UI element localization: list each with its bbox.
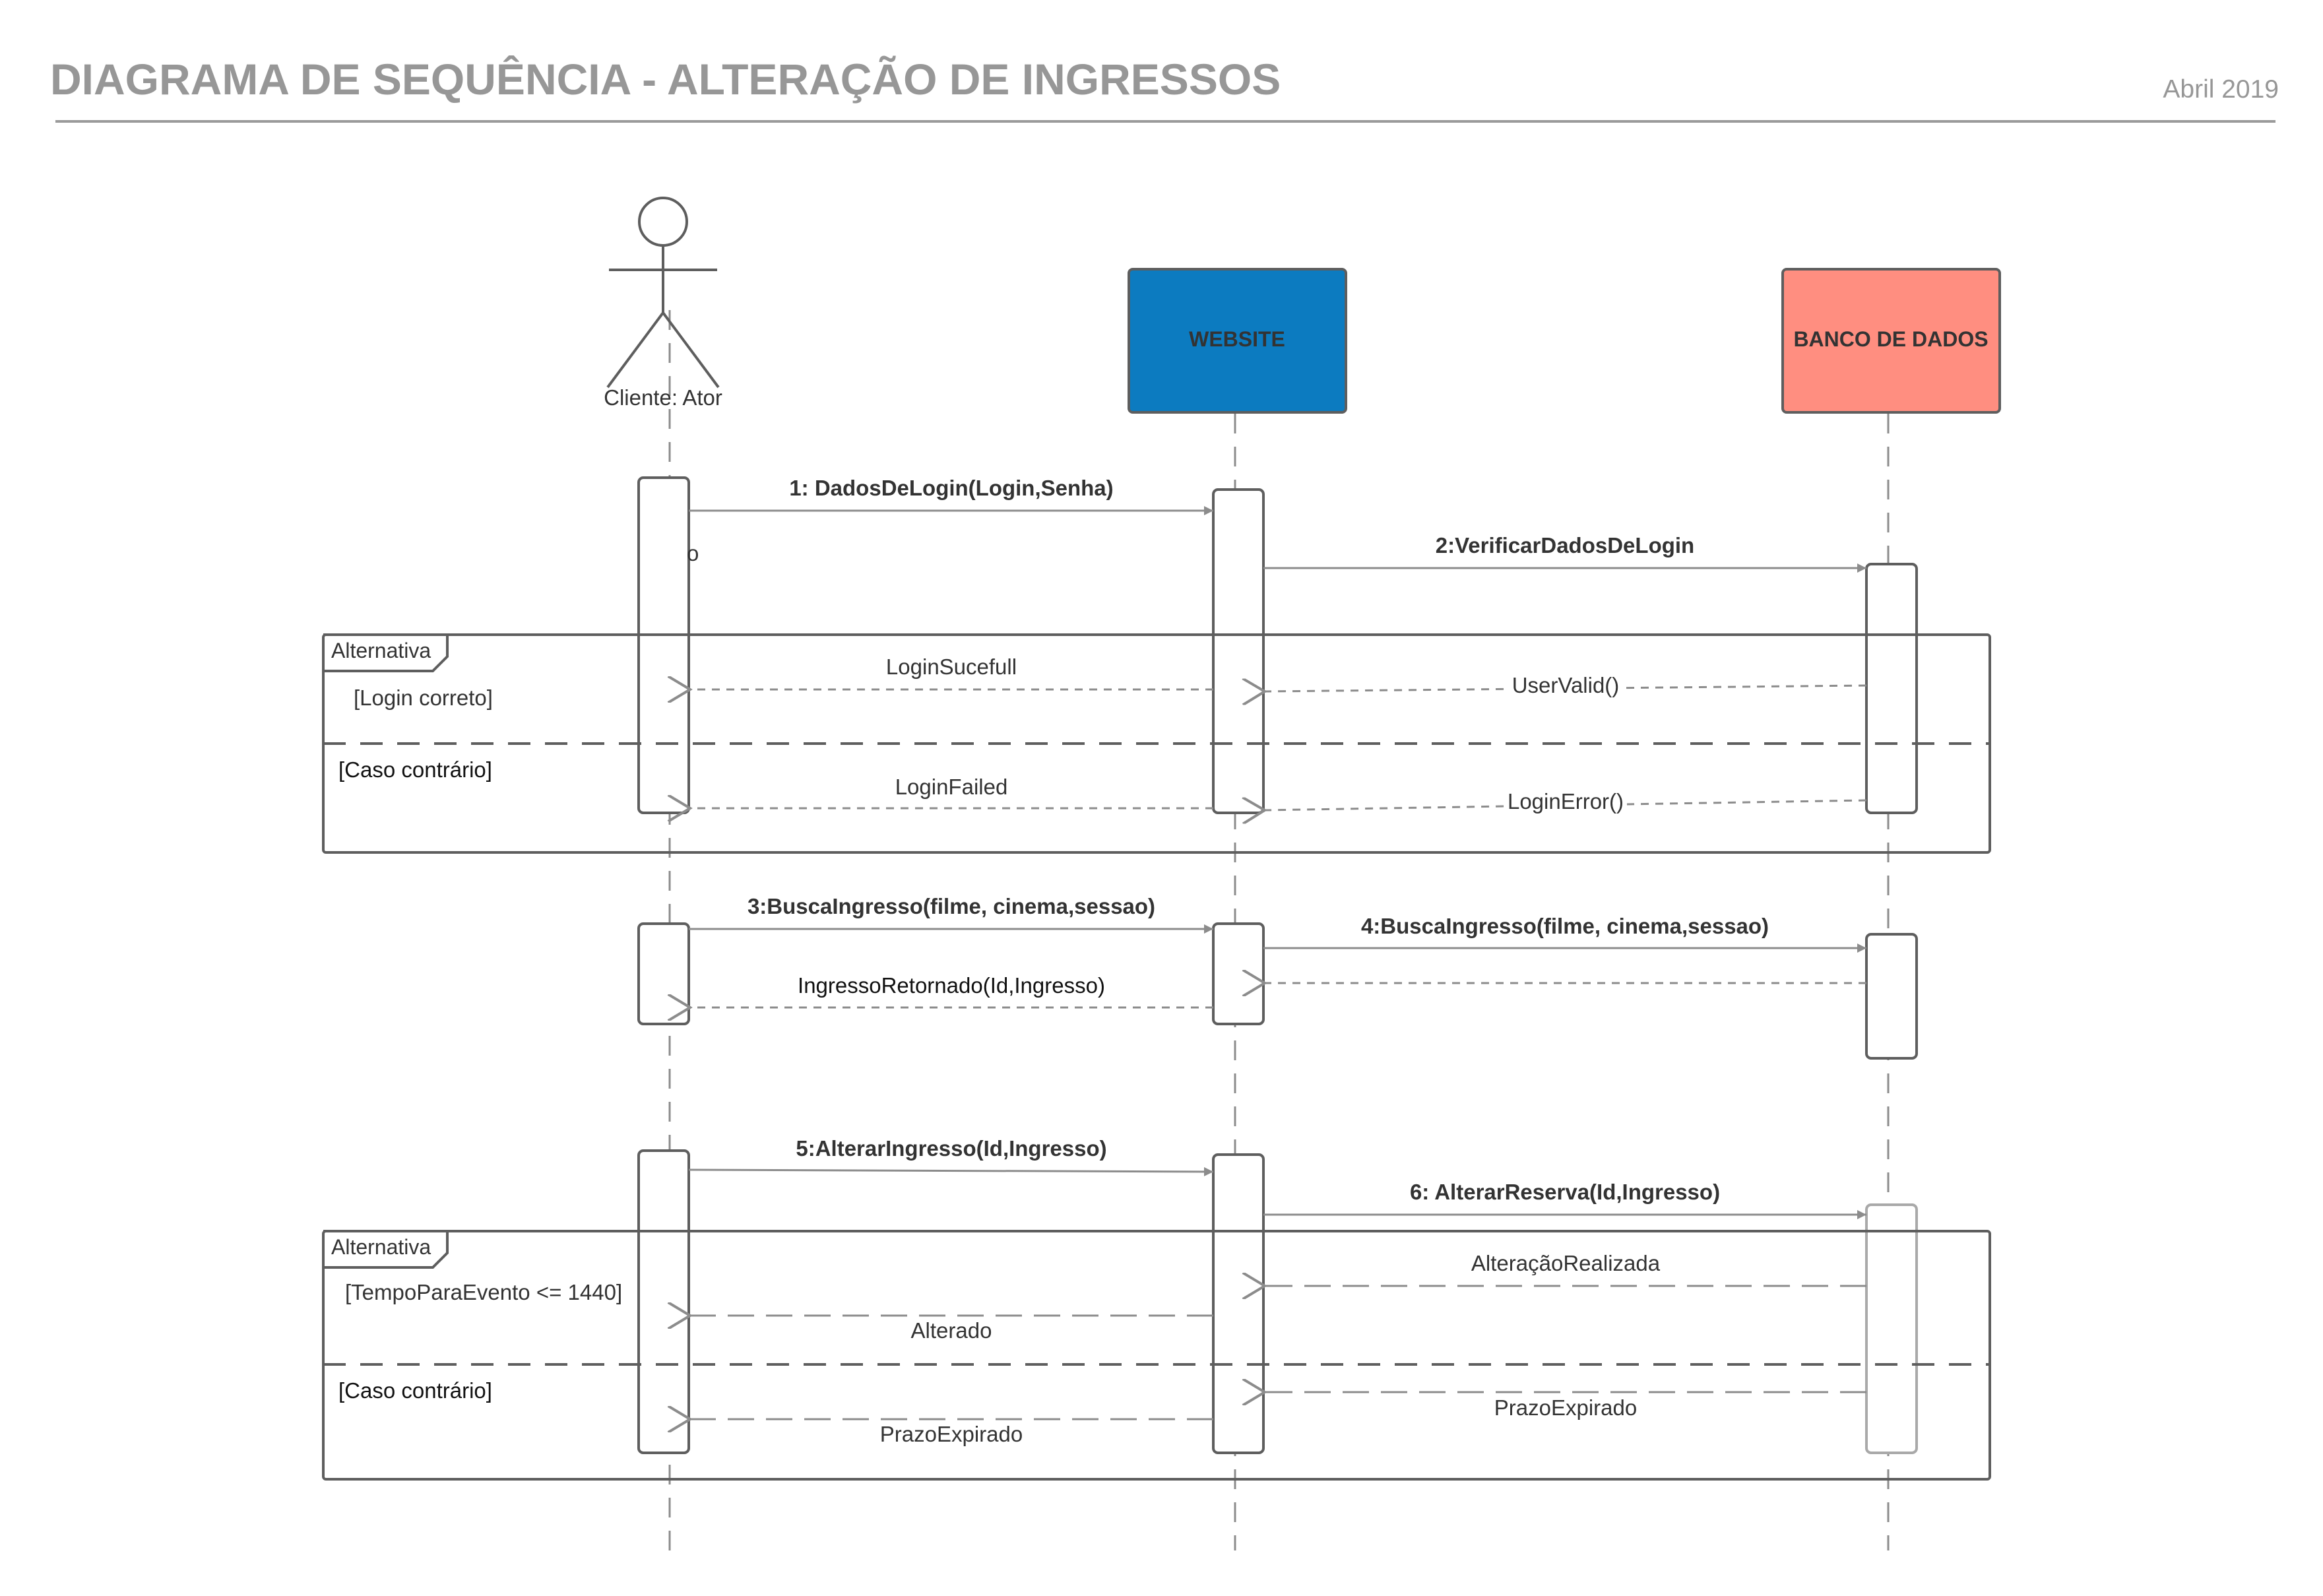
activation-database-busca (1865, 933, 1918, 1060)
return-login-error-label: LoginError() (1508, 789, 1624, 814)
guard-alteracao-caso-contrario: [Caso contrário] (338, 1378, 492, 1403)
return-alterado-label: Alterado (911, 1318, 992, 1343)
return-login-success-label: LoginSucefull (886, 654, 1017, 679)
activation-actor-login (637, 476, 690, 814)
msg-5-label: 5:AlterarIngresso(Id,Ingresso) (796, 1136, 1106, 1161)
database-label: BANCO DE DADOS (1793, 327, 1988, 351)
website-box (1128, 268, 1347, 414)
page-title: DIAGRAMA DE SEQUÊNCIA - ALTERAÇÃO DE ING… (50, 55, 1281, 104)
return-prazo-db-label: PrazoExpirado (1494, 1395, 1637, 1420)
activation-website-alterar (1212, 1153, 1265, 1454)
guard-login-caso-contrario: [Caso contrário] (338, 757, 492, 782)
return-alteracao-label: AlteraçãoRealizada (1471, 1251, 1661, 1275)
activation-website-busca (1212, 922, 1265, 1025)
activation-database-alterar (1865, 1203, 1918, 1454)
alt-fragment-login (322, 633, 1991, 854)
actor-label: Cliente: Ator (604, 385, 722, 410)
msg-6-label: 6: AlterarReserva(Id,Ingresso) (1410, 1180, 1720, 1204)
msg-1-label: 1: DadosDeLogin(Login,Senha) (789, 476, 1113, 500)
return-prazo-web-label: PrazoExpirado (880, 1422, 1023, 1446)
activation-actor-busca (637, 922, 690, 1025)
alt-fragment-alteracao (322, 1230, 1991, 1481)
activation-website-login (1212, 488, 1265, 814)
activation-database-login (1865, 563, 1918, 814)
return-login-failed-label: LoginFailed (895, 775, 1008, 799)
alt-tag-alteracao: Alternativa (331, 1235, 431, 1259)
date-label: Abril 2019 (2163, 75, 2279, 104)
guard-login-correto: [Login correto] (354, 686, 493, 710)
database-box (1781, 268, 2001, 414)
website-label: WEBSITE (1189, 327, 1285, 351)
return-ingresso-label: IngressoRetornado(Id,Ingresso) (798, 973, 1105, 998)
stray-glyph: o (687, 541, 699, 565)
msg-5-arrow (688, 1166, 1214, 1176)
msg-4-label: 4:BuscaIngresso(filme, cinema,sessao) (1361, 914, 1769, 938)
activation-actor-alterar (637, 1149, 690, 1454)
guard-tempo-evento: [TempoParaEvento <= 1440] (345, 1280, 622, 1304)
msg-3-label: 3:BuscaIngresso(filme, cinema,sessao) (748, 894, 1155, 918)
stick-figure-icon (606, 197, 720, 389)
msg-2-label: 2:VerificarDadosDeLogin (1436, 533, 1694, 558)
return-user-valid-label: UserValid() (1512, 673, 1620, 697)
alt-tag-login: Alternativa (331, 639, 431, 662)
